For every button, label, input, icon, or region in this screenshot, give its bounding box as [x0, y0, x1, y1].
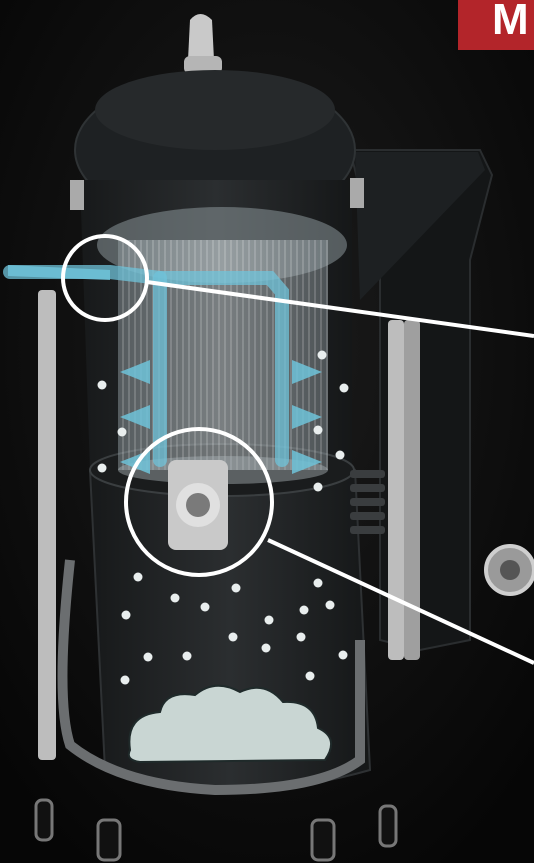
outlet-fitting: [168, 460, 228, 550]
brand-badge: M: [458, 0, 534, 50]
